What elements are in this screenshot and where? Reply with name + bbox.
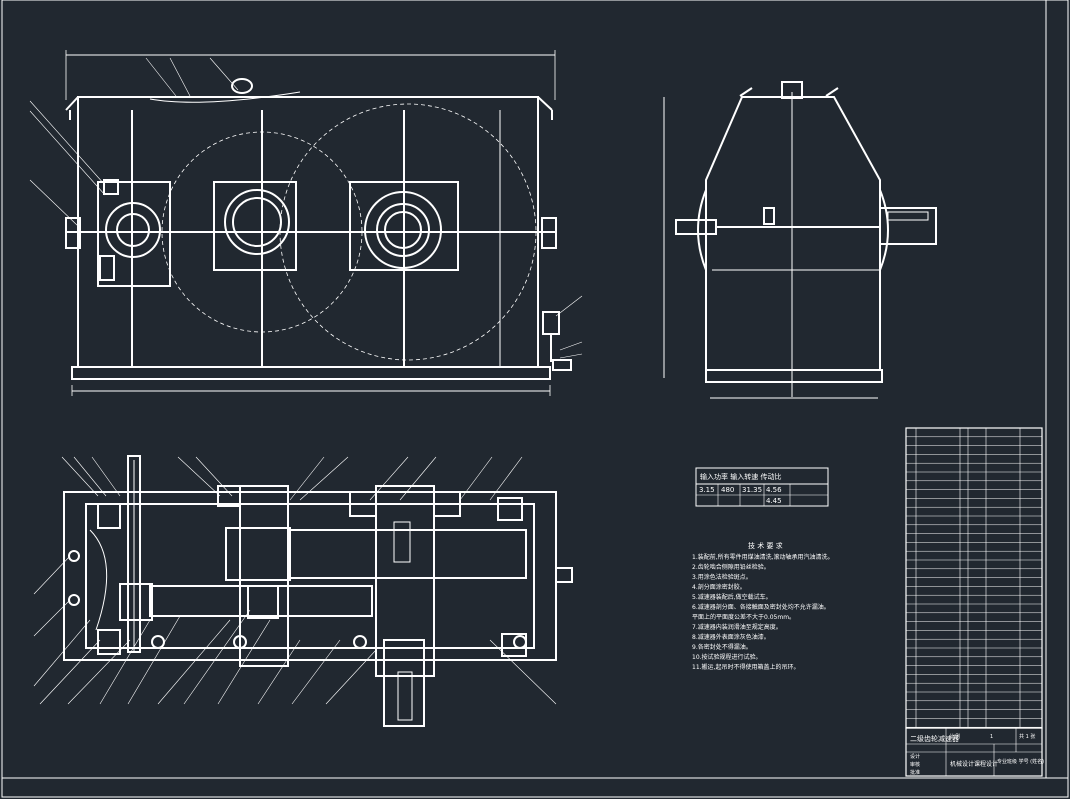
design-subject: 机械设计课程设计 xyxy=(950,760,998,768)
tech-req-item: 6.减速器剖分面、各接触面及密封处均不允许漏油。 xyxy=(692,603,830,611)
drawing-title: 二级齿轮减速器 xyxy=(910,734,959,743)
designer-block: 专业班级 学号 (姓名) xyxy=(997,758,1044,765)
tech-req-item: 9.各密封处不得漏油。 xyxy=(692,643,752,651)
front-view xyxy=(65,50,572,396)
parts-list-rows xyxy=(906,436,1042,728)
top-section-view xyxy=(63,455,573,727)
approved-label: 批准 xyxy=(910,769,920,776)
tech-req-heading: 技 术 要 求 xyxy=(748,541,783,550)
char-table-title: 输入功率 输入转速 传动比 xyxy=(700,472,781,481)
parts-list xyxy=(905,427,1043,729)
tech-req-item: 2.齿轮啮合侧隙用铅丝检验。 xyxy=(692,563,770,571)
tech-req-item: 4.剖分面涂密封胶。 xyxy=(692,583,746,591)
drawn-label: 设计 xyxy=(910,753,920,760)
title-block xyxy=(905,727,1043,777)
leader-lines xyxy=(29,57,583,705)
side-view xyxy=(663,81,937,399)
tech-req-item: 7.减速器内装润滑油至规定高度。 xyxy=(692,623,782,631)
char-cell: 4.45 xyxy=(766,497,782,505)
sheet-count: 共 1 张 xyxy=(1019,733,1035,740)
tech-req-item: 8.减速器外表面涂灰色油漆。 xyxy=(692,633,770,641)
characteristics-table: 输入功率 输入转速 传动比 3.15 480 31.35 4.56 4.45 xyxy=(695,467,829,507)
tech-req-item: 1.装配前,所有零件用煤油清洗,滚动轴承用汽油清洗。 xyxy=(692,553,834,561)
tech-req-item: 10.按试验规程进行试验。 xyxy=(692,653,762,661)
tech-req-item: 3.用涂色法检验斑点。 xyxy=(692,573,752,581)
char-cell: 4.56 xyxy=(766,486,782,494)
char-cell: 31.35 xyxy=(742,486,762,494)
char-cell: 3.15 xyxy=(699,486,715,494)
scale-value: 1 xyxy=(990,734,993,740)
tech-req-item: 11.搬运,起吊时不得使用箱盖上的吊环。 xyxy=(692,663,799,671)
char-cell: 480 xyxy=(721,486,734,494)
checked-label: 审核 xyxy=(910,761,920,768)
title-block-text: 二级齿轮减速器 机械设计课程设计 专业班级 学号 (姓名) 设计 审核 批准 比… xyxy=(910,733,1044,776)
tech-req-item: 5.减速器装配后,做空载试车。 xyxy=(692,593,772,601)
tech-req-item: 平面上的平面度公差不大于0.05mm。 xyxy=(692,613,795,621)
scale-label: 比例 xyxy=(950,733,960,740)
technical-requirements: 技 术 要 求 1.装配前,所有零件用煤油清洗,滚动轴承用汽油清洗。 2.齿轮啮… xyxy=(692,541,834,671)
